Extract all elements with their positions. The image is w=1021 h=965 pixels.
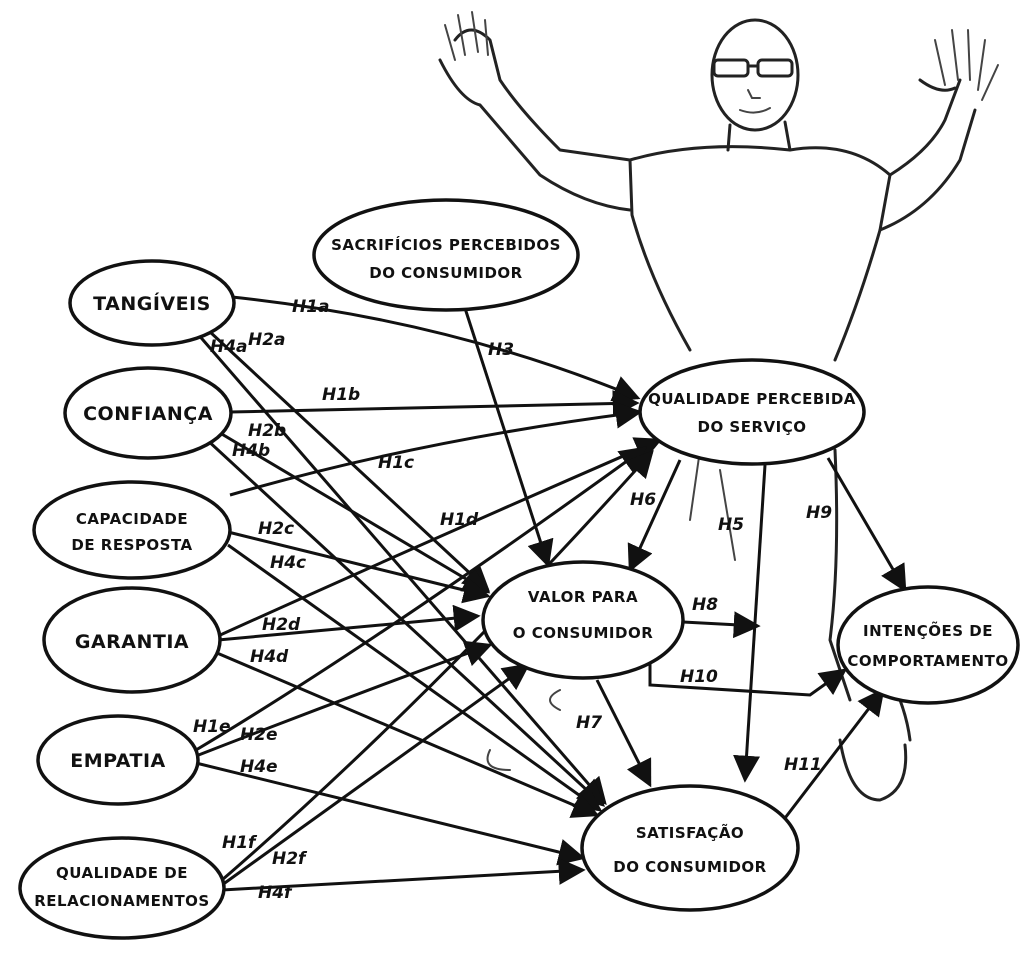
node-label-line1: QUALIDADE PERCEBIDA xyxy=(648,390,856,408)
edge-h2e xyxy=(195,640,493,758)
edge-h6 xyxy=(627,459,682,573)
edge-label-h11: H11 xyxy=(784,755,822,775)
node-label-line1: VALOR PARA xyxy=(528,588,638,606)
edge-label-h4c: H4c xyxy=(270,553,306,573)
edge-h10 xyxy=(648,655,848,697)
node-capacidade: CAPACIDADE DE RESPOSTA xyxy=(32,480,232,580)
edge-label-h1f: H1f xyxy=(222,833,258,853)
node-tangiveis: TANGÍVEIS xyxy=(68,259,236,347)
edge-label-h1e: H1e xyxy=(193,717,231,737)
node-garantia: GARANTIA xyxy=(42,586,222,694)
node-satisfacao: SATISFAÇÃO DO CONSUMIDOR xyxy=(580,784,800,912)
edge-h4d xyxy=(209,648,600,818)
edge-label-h4e: H4e xyxy=(240,757,278,777)
edge-label-h4a: H4a xyxy=(210,337,248,357)
node-label-line2: DE RESPOSTA xyxy=(71,536,192,554)
node-label: GARANTIA xyxy=(75,631,189,653)
edge-label-h6: H6 xyxy=(630,490,656,510)
sketched-man-illustration xyxy=(438,11,999,802)
edge-label-h2c: H2c xyxy=(258,519,294,539)
edge-h1d xyxy=(217,437,663,638)
edge-h1b xyxy=(229,390,640,418)
node-label: EMPATIA xyxy=(70,750,166,772)
edge-label-h2b: H2b xyxy=(248,421,286,441)
edge-h11 xyxy=(780,687,885,823)
edge-h1c xyxy=(229,401,643,497)
edge-h1e xyxy=(195,446,648,752)
edge-label-h5: H5 xyxy=(718,515,744,535)
edge-label-h4b: H4b xyxy=(232,441,270,461)
node-relacionamentos: QUALIDADE DE RELACIONAMENTOS xyxy=(18,836,226,940)
node-qualidade-servico: QUALIDADE PERCEBIDA DO SERVIÇO xyxy=(638,358,866,466)
edge-h3 xyxy=(461,301,554,568)
node-confianca: CONFIANÇA xyxy=(63,366,233,460)
edge-h4e xyxy=(195,761,586,866)
edge-h2a xyxy=(193,316,490,592)
edge-h4a xyxy=(188,324,607,806)
node-label-line2: DO SERVIÇO xyxy=(698,418,807,436)
edge-label-h3: H3 xyxy=(488,340,514,360)
node-label-line2: DO CONSUMIDOR xyxy=(613,858,766,876)
edge-label-h2f: H2f xyxy=(272,849,308,869)
edge-label-h1a: H1a xyxy=(292,297,330,317)
edge-h4f xyxy=(221,857,586,892)
edge-h4c xyxy=(227,543,603,812)
node-label-line1: QUALIDADE DE xyxy=(56,864,188,882)
node-label-line2: RELACIONAMENTOS xyxy=(34,892,209,910)
edge-h2d xyxy=(217,604,481,642)
edge-labels: H1a H2a H4a H1b H2b H4b H1c H2c H4c H1d … xyxy=(193,297,832,903)
edge-h2b xyxy=(214,428,491,594)
node-label-line1: CAPACIDADE xyxy=(76,510,188,528)
node-label-line2: DO CONSUMIDOR xyxy=(369,264,522,282)
node-empatia: EMPATIA xyxy=(36,714,200,806)
node-label-line1: SATISFAÇÃO xyxy=(636,823,744,842)
edge-h1a xyxy=(231,295,641,402)
edge-h7 xyxy=(595,679,652,788)
edges xyxy=(188,295,907,892)
edge-h8 xyxy=(682,611,761,639)
edge-label-h4f: H4f xyxy=(258,883,294,903)
edge-label-h9: H9 xyxy=(806,503,832,523)
edge-label-h10: H10 xyxy=(680,667,718,687)
edge-h2c xyxy=(227,530,491,604)
node-label-line1: SACRIFÍCIOS PERCEBIDOS xyxy=(331,235,561,254)
edge-label-h1c: H1c xyxy=(378,453,414,473)
edge-h1f xyxy=(221,449,654,882)
edge-label-h1d: H1d xyxy=(440,510,479,530)
edge-label-h8: H8 xyxy=(692,595,718,615)
node-label-line2: COMPORTAMENTO xyxy=(847,652,1008,670)
node-label: TANGÍVEIS xyxy=(93,292,211,315)
edge-label-h2e: H2e xyxy=(240,725,278,745)
node-sacrificios: SACRIFÍCIOS PERCEBIDOS DO CONSUMIDOR xyxy=(312,198,580,312)
edge-h5 xyxy=(733,464,767,783)
edge-h2f xyxy=(221,663,531,887)
edge-label-h7: H7 xyxy=(576,713,602,733)
edge-label-h1b: H1b xyxy=(322,385,360,405)
edge-label-h2a: H2a xyxy=(248,330,286,350)
edge-label-h4d: H4d xyxy=(250,647,289,667)
node-label-line1: INTENÇÕES DE xyxy=(863,621,993,640)
edge-label-h2d: H2d xyxy=(262,615,301,635)
edge-h9 xyxy=(826,457,907,593)
node-valor: VALOR PARA O CONSUMIDOR xyxy=(481,560,685,680)
node-label-line2: O CONSUMIDOR xyxy=(513,624,654,642)
node-intencoes: INTENÇÕES DE COMPORTAMENTO xyxy=(836,585,1020,705)
node-label: CONFIANÇA xyxy=(83,403,213,425)
